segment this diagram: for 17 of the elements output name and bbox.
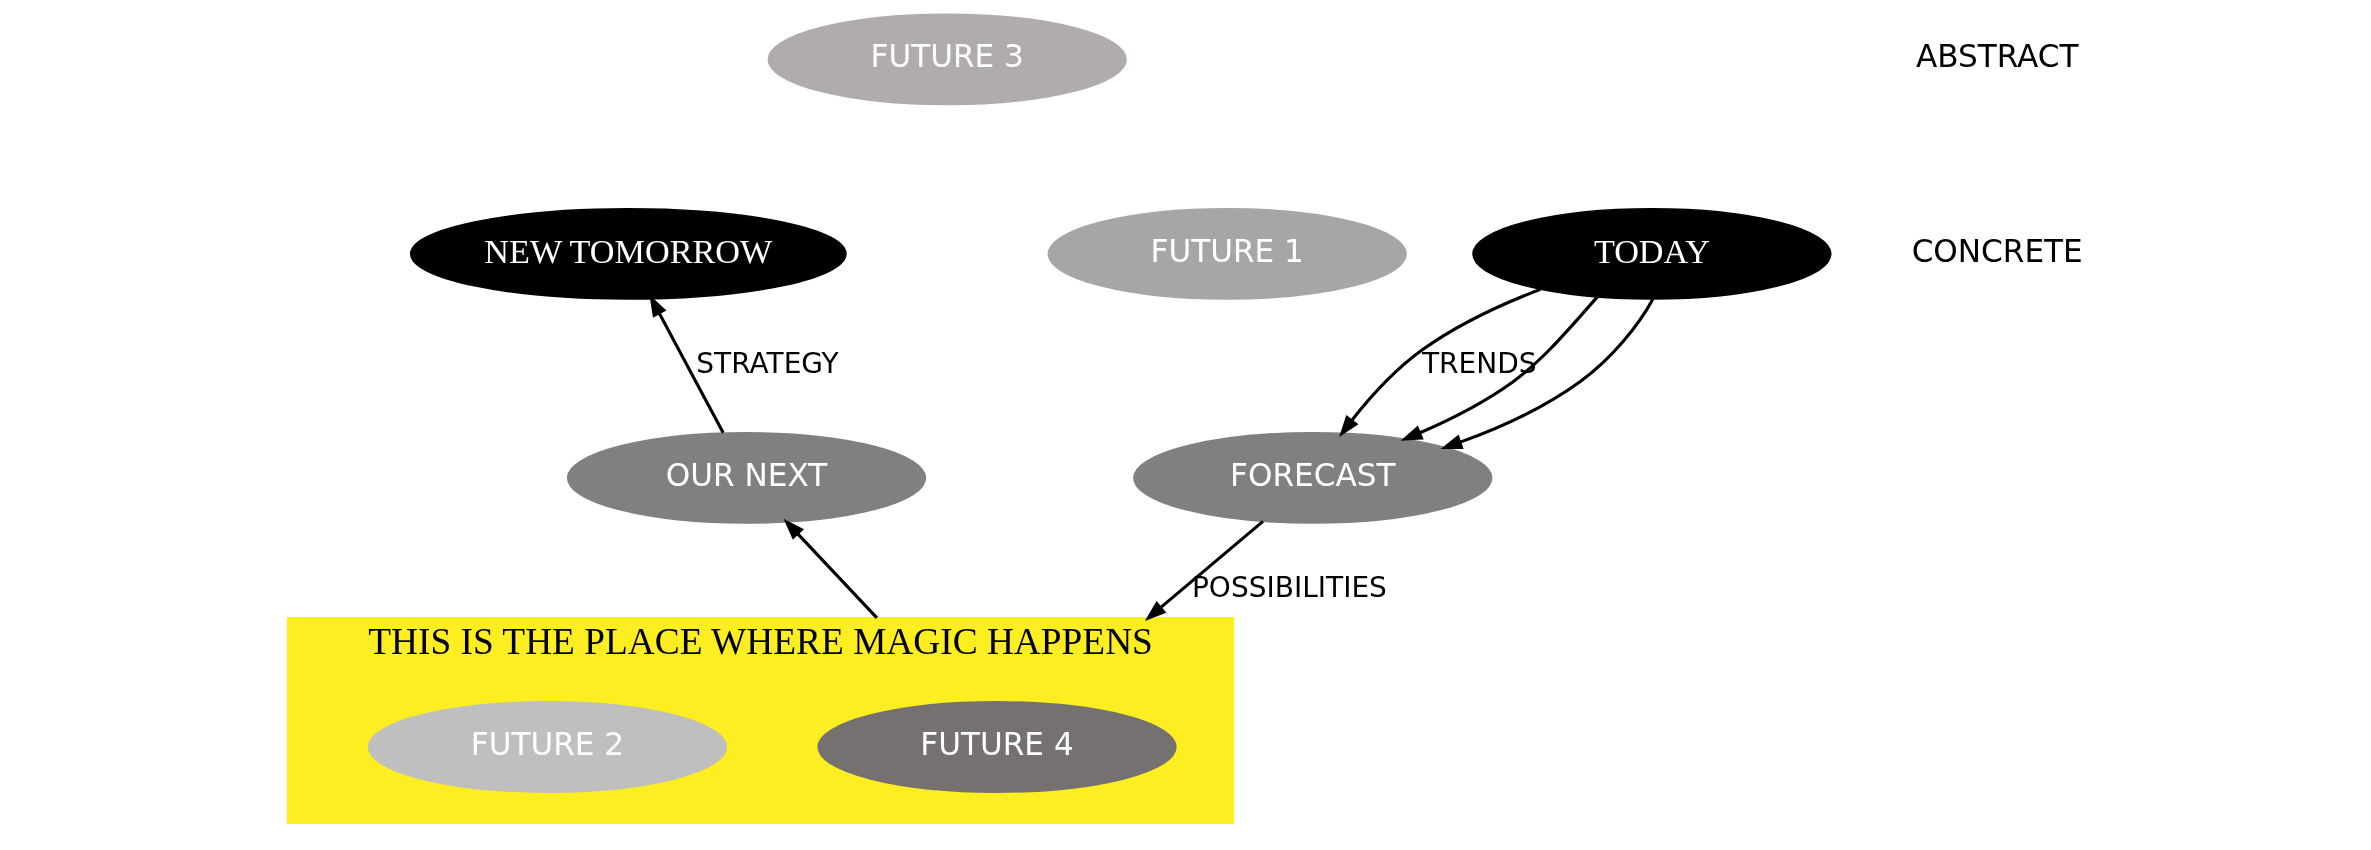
arrow: [1440, 298, 1654, 450]
node-ellipse: TODAY: [1471, 208, 1832, 300]
arrow: [1400, 295, 1599, 441]
edge-label: POSSIBILITIES: [1191, 570, 1387, 604]
node-ellipse: FUTURE 3: [767, 13, 1127, 106]
arrow: [782, 518, 878, 619]
label: CONCRETE: [1911, 232, 2083, 269]
edge-label: TRENDS: [1421, 346, 1536, 380]
node-ellipse: OUR NEXT: [566, 432, 926, 524]
node-ellipse: FUTURE 1: [1047, 208, 1407, 300]
node-ellipse: FUTURE 2: [367, 701, 727, 793]
arrow: [1144, 520, 1264, 621]
label: ABSTRACT: [1915, 38, 2079, 75]
arrow: [1338, 287, 1541, 437]
node-ellipse: FUTURE 4: [816, 701, 1177, 793]
edge-label: STRATEGY: [695, 346, 839, 380]
node-ellipse: NEW TOMORROW: [409, 208, 847, 300]
